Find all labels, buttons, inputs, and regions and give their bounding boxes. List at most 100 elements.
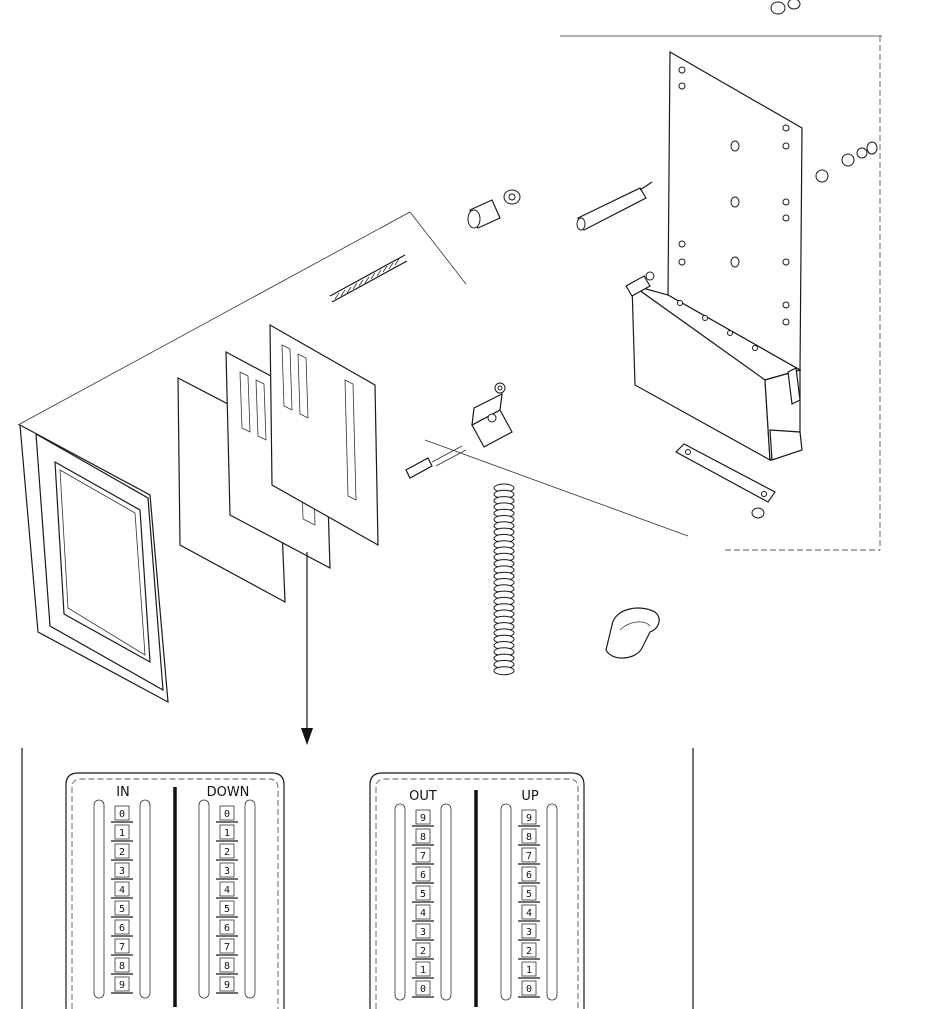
card-number: 3 — [224, 866, 230, 877]
card-number: 1 — [119, 828, 125, 839]
card-number: 1 — [526, 965, 532, 976]
card-left-label: OUT — [409, 789, 437, 804]
number-slot — [219, 843, 235, 859]
hardware-nuts — [625, 0, 878, 297]
detail-frame — [21, 748, 694, 1009]
card-number: 4 — [224, 885, 230, 896]
strap — [675, 443, 776, 519]
number-slot — [219, 805, 235, 821]
number-slot — [415, 923, 431, 939]
number-slot — [521, 809, 537, 825]
card-number: 6 — [526, 870, 532, 881]
card-number: 6 — [420, 870, 426, 881]
card-number: 4 — [119, 885, 125, 896]
threaded-rod — [329, 254, 408, 303]
guide-lines — [17, 35, 882, 551]
card-number: 2 — [119, 847, 125, 858]
number-slot — [415, 847, 431, 863]
card-number: 7 — [526, 851, 532, 862]
number-slot — [521, 885, 537, 901]
card-number: 7 — [420, 851, 426, 862]
backing-plate — [269, 323, 379, 547]
card-number: 3 — [119, 866, 125, 877]
number-slot — [219, 938, 235, 954]
number-slot — [114, 843, 130, 859]
number-slot — [114, 938, 130, 954]
number-slot — [521, 828, 537, 844]
card-number: 7 — [119, 942, 125, 953]
card-number: 0 — [526, 984, 532, 995]
spring — [493, 483, 515, 676]
number-slot — [219, 881, 235, 897]
number-slot — [415, 904, 431, 920]
bracket-holes — [677, 66, 790, 351]
display-frame — [19, 423, 169, 704]
card-number: 5 — [526, 889, 532, 900]
number-slot — [114, 900, 130, 916]
number-slot — [415, 809, 431, 825]
mounting-bracket — [631, 50, 803, 462]
number-slot — [521, 923, 537, 939]
number-slot — [219, 957, 235, 973]
number-slot — [415, 866, 431, 882]
card-number: 2 — [420, 946, 426, 957]
number-slot — [415, 885, 431, 901]
card-number: 9 — [526, 813, 532, 824]
slide-block — [405, 382, 513, 479]
number-slot — [521, 847, 537, 863]
card-number: 5 — [420, 889, 426, 900]
card-right-label: DOWN — [207, 785, 250, 800]
card-number: 3 — [526, 927, 532, 938]
card-number: 2 — [224, 847, 230, 858]
number-slot — [114, 862, 130, 878]
card-number: 2 — [526, 946, 532, 957]
number-slot — [114, 805, 130, 821]
pin — [576, 181, 653, 231]
card-number: 8 — [119, 961, 125, 972]
number-slot — [415, 961, 431, 977]
card-number: 3 — [420, 927, 426, 938]
knob — [605, 607, 660, 659]
number-slot — [415, 942, 431, 958]
card-number: 5 — [224, 904, 230, 915]
number-slot — [521, 904, 537, 920]
card-number: 4 — [526, 908, 532, 919]
number-slot — [219, 900, 235, 916]
spacer — [467, 189, 521, 229]
number-slot — [219, 862, 235, 878]
card-number: 8 — [224, 961, 230, 972]
number-slot — [521, 866, 537, 882]
down-arrow-icon — [301, 552, 313, 745]
card-number: 9 — [420, 813, 426, 824]
card-right-label: UP — [521, 789, 539, 804]
card-number: 4 — [420, 908, 426, 919]
card-number: 1 — [420, 965, 426, 976]
number-slot — [521, 961, 537, 977]
number-slot — [219, 976, 235, 992]
spring-coil — [493, 666, 515, 676]
card-number: 8 — [420, 832, 426, 843]
number-slot — [521, 980, 537, 996]
card-number: 9 — [224, 980, 230, 991]
number-slot — [114, 957, 130, 973]
number-slot — [114, 881, 130, 897]
number-slot — [415, 980, 431, 996]
card-number: 5 — [119, 904, 125, 915]
number-slot — [114, 976, 130, 992]
card-left-label: IN — [116, 785, 130, 800]
number-slot — [219, 824, 235, 840]
card-number: 8 — [526, 832, 532, 843]
number-slot — [415, 828, 431, 844]
number-slot — [219, 919, 235, 935]
number-slot — [114, 824, 130, 840]
card-number: 0 — [224, 809, 230, 820]
card-number: 0 — [119, 809, 125, 820]
card-number: 0 — [420, 984, 426, 995]
number-slot — [114, 919, 130, 935]
card-number: 6 — [119, 923, 125, 934]
card-number: 6 — [224, 923, 230, 934]
card-number: 1 — [224, 828, 230, 839]
